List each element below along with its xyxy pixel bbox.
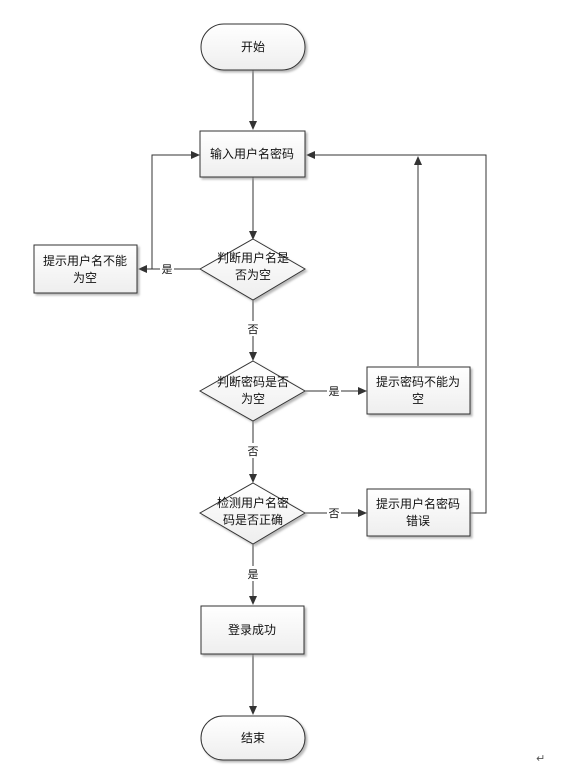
node-start: 开始: [200, 23, 306, 71]
node-prompt-user-empty: 提示用户名不能 为空: [33, 244, 138, 294]
node-prompt-wrong: 提示用户名密码 错误: [366, 488, 471, 537]
label-match-yes: 是: [248, 568, 259, 581]
node-success: 登录成功: [200, 605, 305, 655]
edge-labels: 是 否 是 否 否 是: [160, 261, 341, 581]
paragraph-mark: ↵: [536, 752, 546, 765]
node-check-pass-line1: 判断密码是否: [217, 374, 289, 389]
node-prompt-pass-empty-line2: 空: [412, 392, 424, 406]
label-user-empty-yes: 是: [162, 263, 173, 276]
node-prompt-pass-empty-line1: 提示密码不能为: [376, 374, 460, 389]
node-prompt-wrong-line2: 错误: [406, 514, 430, 528]
node-check-pass: 判断密码是否 为空: [198, 360, 307, 422]
node-prompt-pass-empty: 提示密码不能为 空: [366, 366, 471, 415]
edge-wrong-back-input: [306, 151, 487, 514]
node-check-match-line1: 检测用户名密: [217, 495, 289, 510]
label-pass-empty-yes: 是: [329, 385, 340, 398]
edge-prompt-back-input: [151, 151, 200, 269]
node-end: 结束: [200, 715, 306, 761]
label-pass-empty-no: 否: [248, 445, 259, 458]
node-check-user-line1: 判断用户名是: [217, 250, 289, 265]
label-match-no: 否: [329, 507, 340, 520]
label-user-empty-no: 否: [248, 323, 259, 336]
node-start-label: 开始: [241, 40, 265, 54]
node-prompt-user-empty-line2: 为空: [73, 271, 97, 285]
node-check-pass-line2: 为空: [241, 392, 265, 406]
node-prompt-user-empty-line1: 提示用户名不能: [43, 253, 127, 268]
node-check-user-line2: 否为空: [235, 268, 271, 282]
node-input-label: 输入用户名密码: [210, 146, 294, 161]
node-success-label: 登录成功: [228, 622, 276, 637]
node-end-label: 结束: [241, 731, 265, 745]
node-prompt-wrong-line1: 提示用户名密码: [376, 496, 460, 511]
node-check-user: 判断用户名是 否为空: [198, 238, 306, 301]
node-check-match-line2: 码是否正确: [223, 513, 283, 527]
node-check-match: 检测用户名密 码是否正确: [198, 482, 306, 545]
node-input: 输入用户名密码: [199, 130, 306, 178]
